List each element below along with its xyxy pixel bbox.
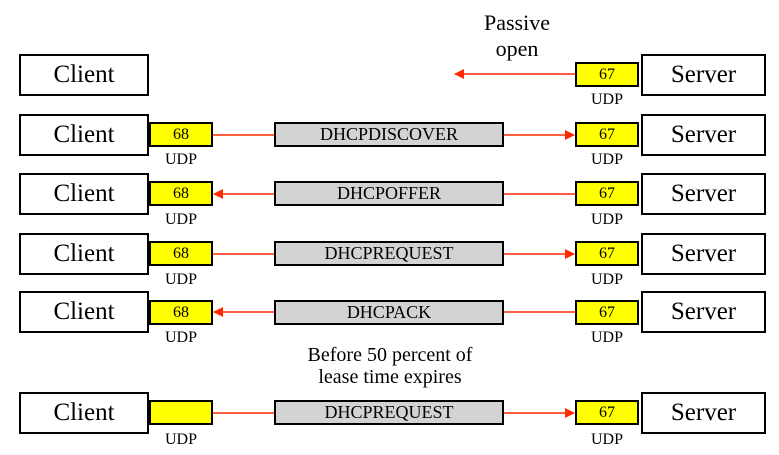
client-box: Client — [19, 114, 149, 156]
server-box: Server — [641, 392, 766, 434]
passive-open-note: Passive open — [462, 10, 572, 62]
server-box: Server — [641, 114, 766, 156]
client-port-68: 68 — [149, 181, 213, 206]
server-udp-label: UDP — [590, 431, 623, 448]
client-port-68: 68 — [149, 122, 213, 147]
client-box: Client — [19, 173, 149, 215]
lease-renewal-note: Before 50 percent of lease time expires — [260, 344, 520, 388]
client-udp-label: UDP — [164, 329, 197, 346]
server-box: Server — [641, 291, 766, 333]
server-port-67: 67 — [575, 300, 639, 325]
passive-open-line2: open — [495, 36, 539, 61]
client-udp-label: UDP — [164, 151, 197, 168]
client-box: Client — [19, 392, 149, 434]
passive-open-line1: Passive — [484, 10, 550, 35]
dhcpack-message: DHCPACK — [274, 300, 504, 325]
server-udp-label: UDP — [590, 91, 623, 108]
server-port-67: 67 — [575, 400, 639, 425]
dhcpdiscover-message: DHCPDISCOVER — [274, 122, 504, 147]
server-udp-label: UDP — [590, 151, 623, 168]
server-udp-label: UDP — [590, 211, 623, 228]
client-box: Client — [19, 291, 149, 333]
server-box: Server — [641, 54, 766, 96]
client-port-68: 68 — [149, 241, 213, 266]
server-box: Server — [641, 233, 766, 275]
lease-note-line2: lease time expires — [318, 366, 462, 388]
server-port-67: 67 — [575, 62, 639, 87]
client-udp-label: UDP — [164, 431, 197, 448]
client-udp-label: UDP — [164, 271, 197, 288]
dhcpoffer-message: DHCPOFFER — [274, 181, 504, 206]
renew-dhcprequest-message: DHCPREQUEST — [274, 400, 504, 425]
client-udp-label: UDP — [164, 211, 197, 228]
dhcprequest-message: DHCPREQUEST — [274, 241, 504, 266]
client-port-68: 68 — [149, 300, 213, 325]
server-port-67: 67 — [575, 181, 639, 206]
client-box: Client — [19, 233, 149, 275]
server-box: Server — [641, 173, 766, 215]
client-box: Client — [19, 54, 149, 96]
lease-note-line1: Before 50 percent of — [307, 344, 473, 366]
server-udp-label: UDP — [590, 271, 623, 288]
server-port-67: 67 — [575, 241, 639, 266]
server-udp-label: UDP — [590, 329, 623, 346]
client-port-empty — [149, 400, 213, 425]
server-port-67: 67 — [575, 122, 639, 147]
